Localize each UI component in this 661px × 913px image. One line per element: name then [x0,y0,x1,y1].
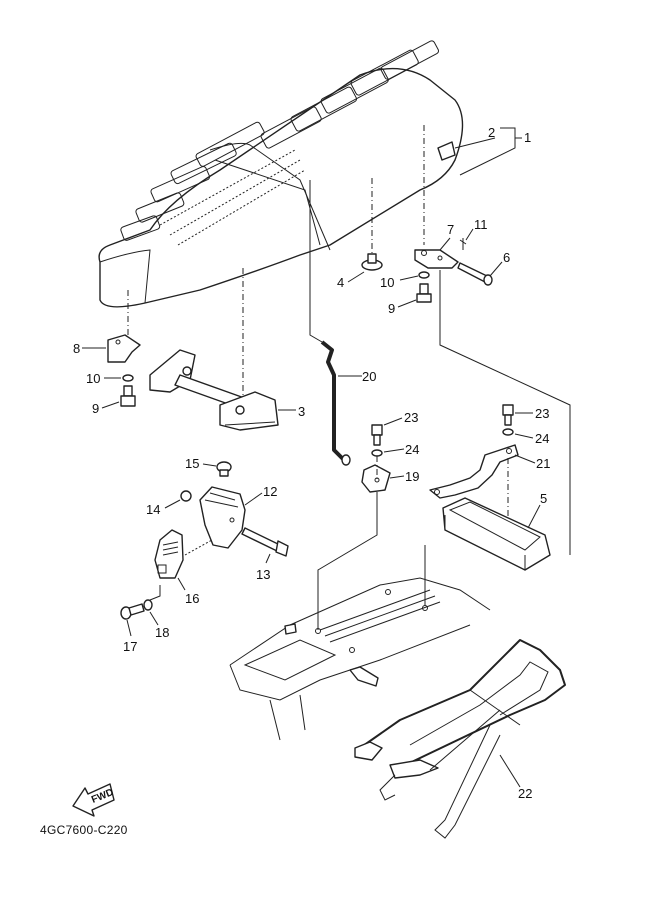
bolt-left[interactable] [120,385,136,407]
callout-21: 21 [536,456,550,471]
seat-lock[interactable] [199,486,246,549]
callout-14: 14 [146,502,160,517]
callout-11: 11 [474,217,488,232]
callout-8: 8 [73,341,80,356]
screw[interactable] [120,603,145,620]
washer-right-24[interactable] [502,428,514,436]
callout-15: 15 [185,456,199,471]
seat-bracket[interactable] [149,349,279,431]
callout-2: 2 [488,125,495,140]
lock-bolt[interactable] [241,527,289,557]
callout-10-left: 10 [86,371,100,386]
callout-22: 22 [518,786,532,801]
callout-20: 20 [362,369,376,384]
cotter-pin[interactable] [459,238,467,250]
callout-10-right: 10 [380,275,394,290]
carrier[interactable] [354,639,566,839]
cap[interactable] [216,461,232,477]
bolt-middle[interactable] [371,424,383,446]
callout-23-right: 23 [535,406,549,421]
lock-spring-assembly[interactable] [154,529,184,579]
callout-1: 1 [524,130,531,145]
callout-5: 5 [540,491,547,506]
damper[interactable] [361,253,383,271]
callout-16: 16 [185,591,199,606]
washer-left[interactable] [122,374,134,382]
bolt-right[interactable] [416,283,432,303]
tool-box[interactable] [442,497,551,571]
seat-emblem[interactable] [437,141,456,161]
callout-17: 17 [123,639,137,654]
callout-7: 7 [447,222,454,237]
callout-3: 3 [298,404,305,419]
callout-18: 18 [155,625,169,640]
bolt-right-23[interactable] [502,404,514,426]
callout-24-middle: 24 [405,442,419,457]
fwd-arrow-icon: FWD [72,783,115,817]
washer-middle[interactable] [371,449,383,457]
callout-19: 19 [405,469,419,484]
callout-13: 13 [256,567,270,582]
rear-fender [229,577,491,741]
diagram-code: 4GC7600-C220 [40,823,128,837]
rod-bracket[interactable] [361,464,391,493]
stay[interactable] [429,444,519,499]
nut[interactable] [180,490,192,502]
hinge[interactable] [414,249,459,269]
callout-12: 12 [263,484,277,499]
callout-9-left: 9 [92,401,99,416]
seat-lock-rod[interactable] [320,340,351,466]
hinge-pin[interactable] [457,262,493,286]
washer-18[interactable] [143,599,153,611]
callout-23-middle: 23 [404,410,418,425]
callout-9-right: 9 [388,301,395,316]
seat-assembly[interactable] [98,40,464,308]
callout-24-right: 24 [535,431,549,446]
callout-4: 4 [337,275,344,290]
callout-6: 6 [503,250,510,265]
seat-bracket-front[interactable] [107,334,141,363]
washer-right[interactable] [418,271,430,279]
